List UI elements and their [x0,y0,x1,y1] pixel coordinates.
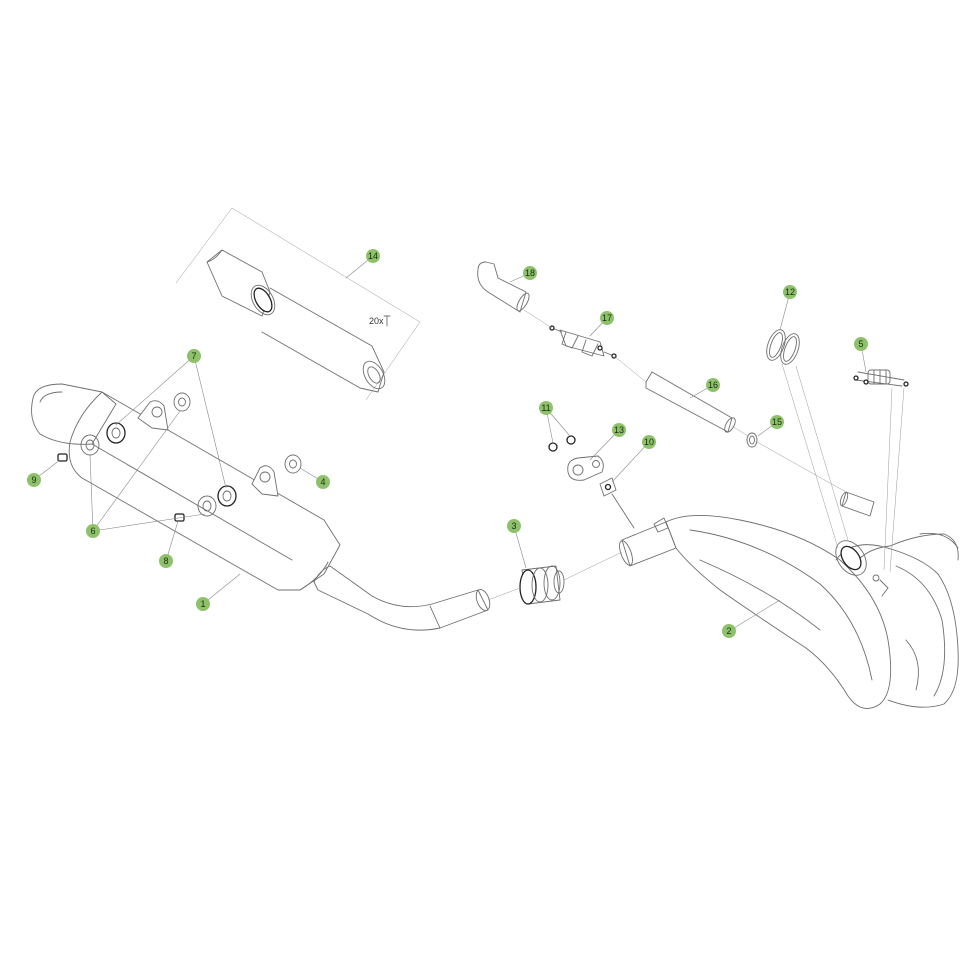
o-rings [766,329,800,365]
callout-3: 3 [507,519,521,533]
silencer-body [68,391,341,591]
callout-18-label: 18 [525,268,535,278]
callout-9-label: 9 [31,475,36,485]
callout-5-label: 5 [858,339,863,349]
leader-lines [33,255,905,632]
elbow-tube [477,261,530,313]
mounting-bracket [567,455,604,481]
callout-7-label: 7 [191,351,196,361]
silencer-packing-kit: 20x [175,207,421,401]
small-ring [746,432,758,448]
nuts [548,435,576,452]
callout-16-label: 16 [708,380,718,390]
callout-18: 18 [523,266,537,280]
chamber-body [665,515,892,709]
callout-12: 12 [783,285,797,299]
callout-2: 2 [722,624,736,638]
callout-3-label: 3 [511,521,516,531]
callout-8-label: 8 [163,556,168,566]
callout-13-label: 13 [614,425,624,435]
clamp-plate [599,477,635,529]
chamber-inlet-sleeve [839,491,875,517]
callout-11-label: 11 [541,403,550,413]
callout-15-label: 15 [772,417,782,427]
kit-quantity: 20x [369,316,384,326]
callout-2-label: 2 [726,626,731,636]
chamber-header-bend [857,533,959,561]
callout-8: 8 [159,554,173,568]
callout-14-label: 14 [368,251,378,261]
rivet-icon [383,315,391,327]
callout-12-label: 12 [785,287,795,297]
silencer-hardware [57,392,302,522]
callout-1: 1 [196,597,210,611]
callout-7: 7 [187,349,201,363]
callout-6: 6 [86,524,100,538]
connector [549,325,617,359]
callout-17: 17 [600,311,614,325]
callout-1-label: 1 [200,599,205,609]
coupling-sleeve [519,565,565,605]
callout-16: 16 [706,378,720,392]
callout-4-label: 4 [320,477,325,487]
callout-11: 11 [539,401,553,415]
callout-6-label: 6 [90,526,95,536]
callout-14: 14 [366,249,380,263]
chamber-outlet-tube [621,521,677,567]
springs [853,369,909,387]
callout-4: 4 [316,475,330,489]
callout-15: 15 [770,415,784,429]
straight-tube [645,371,736,433]
callout-10: 10 [642,435,656,449]
callout-10-label: 10 [644,437,654,447]
callout-17-label: 17 [602,313,612,323]
silencer [31,383,491,631]
callout-5: 5 [854,337,868,351]
silencer-outlet-pipe [313,565,489,631]
callout-13: 13 [612,423,626,437]
kit-box [175,207,421,401]
expansion-chamber [619,515,959,709]
silencer-end-cap [31,383,117,445]
callout-9: 9 [27,473,41,487]
silencer-bracket-rear [251,465,279,497]
